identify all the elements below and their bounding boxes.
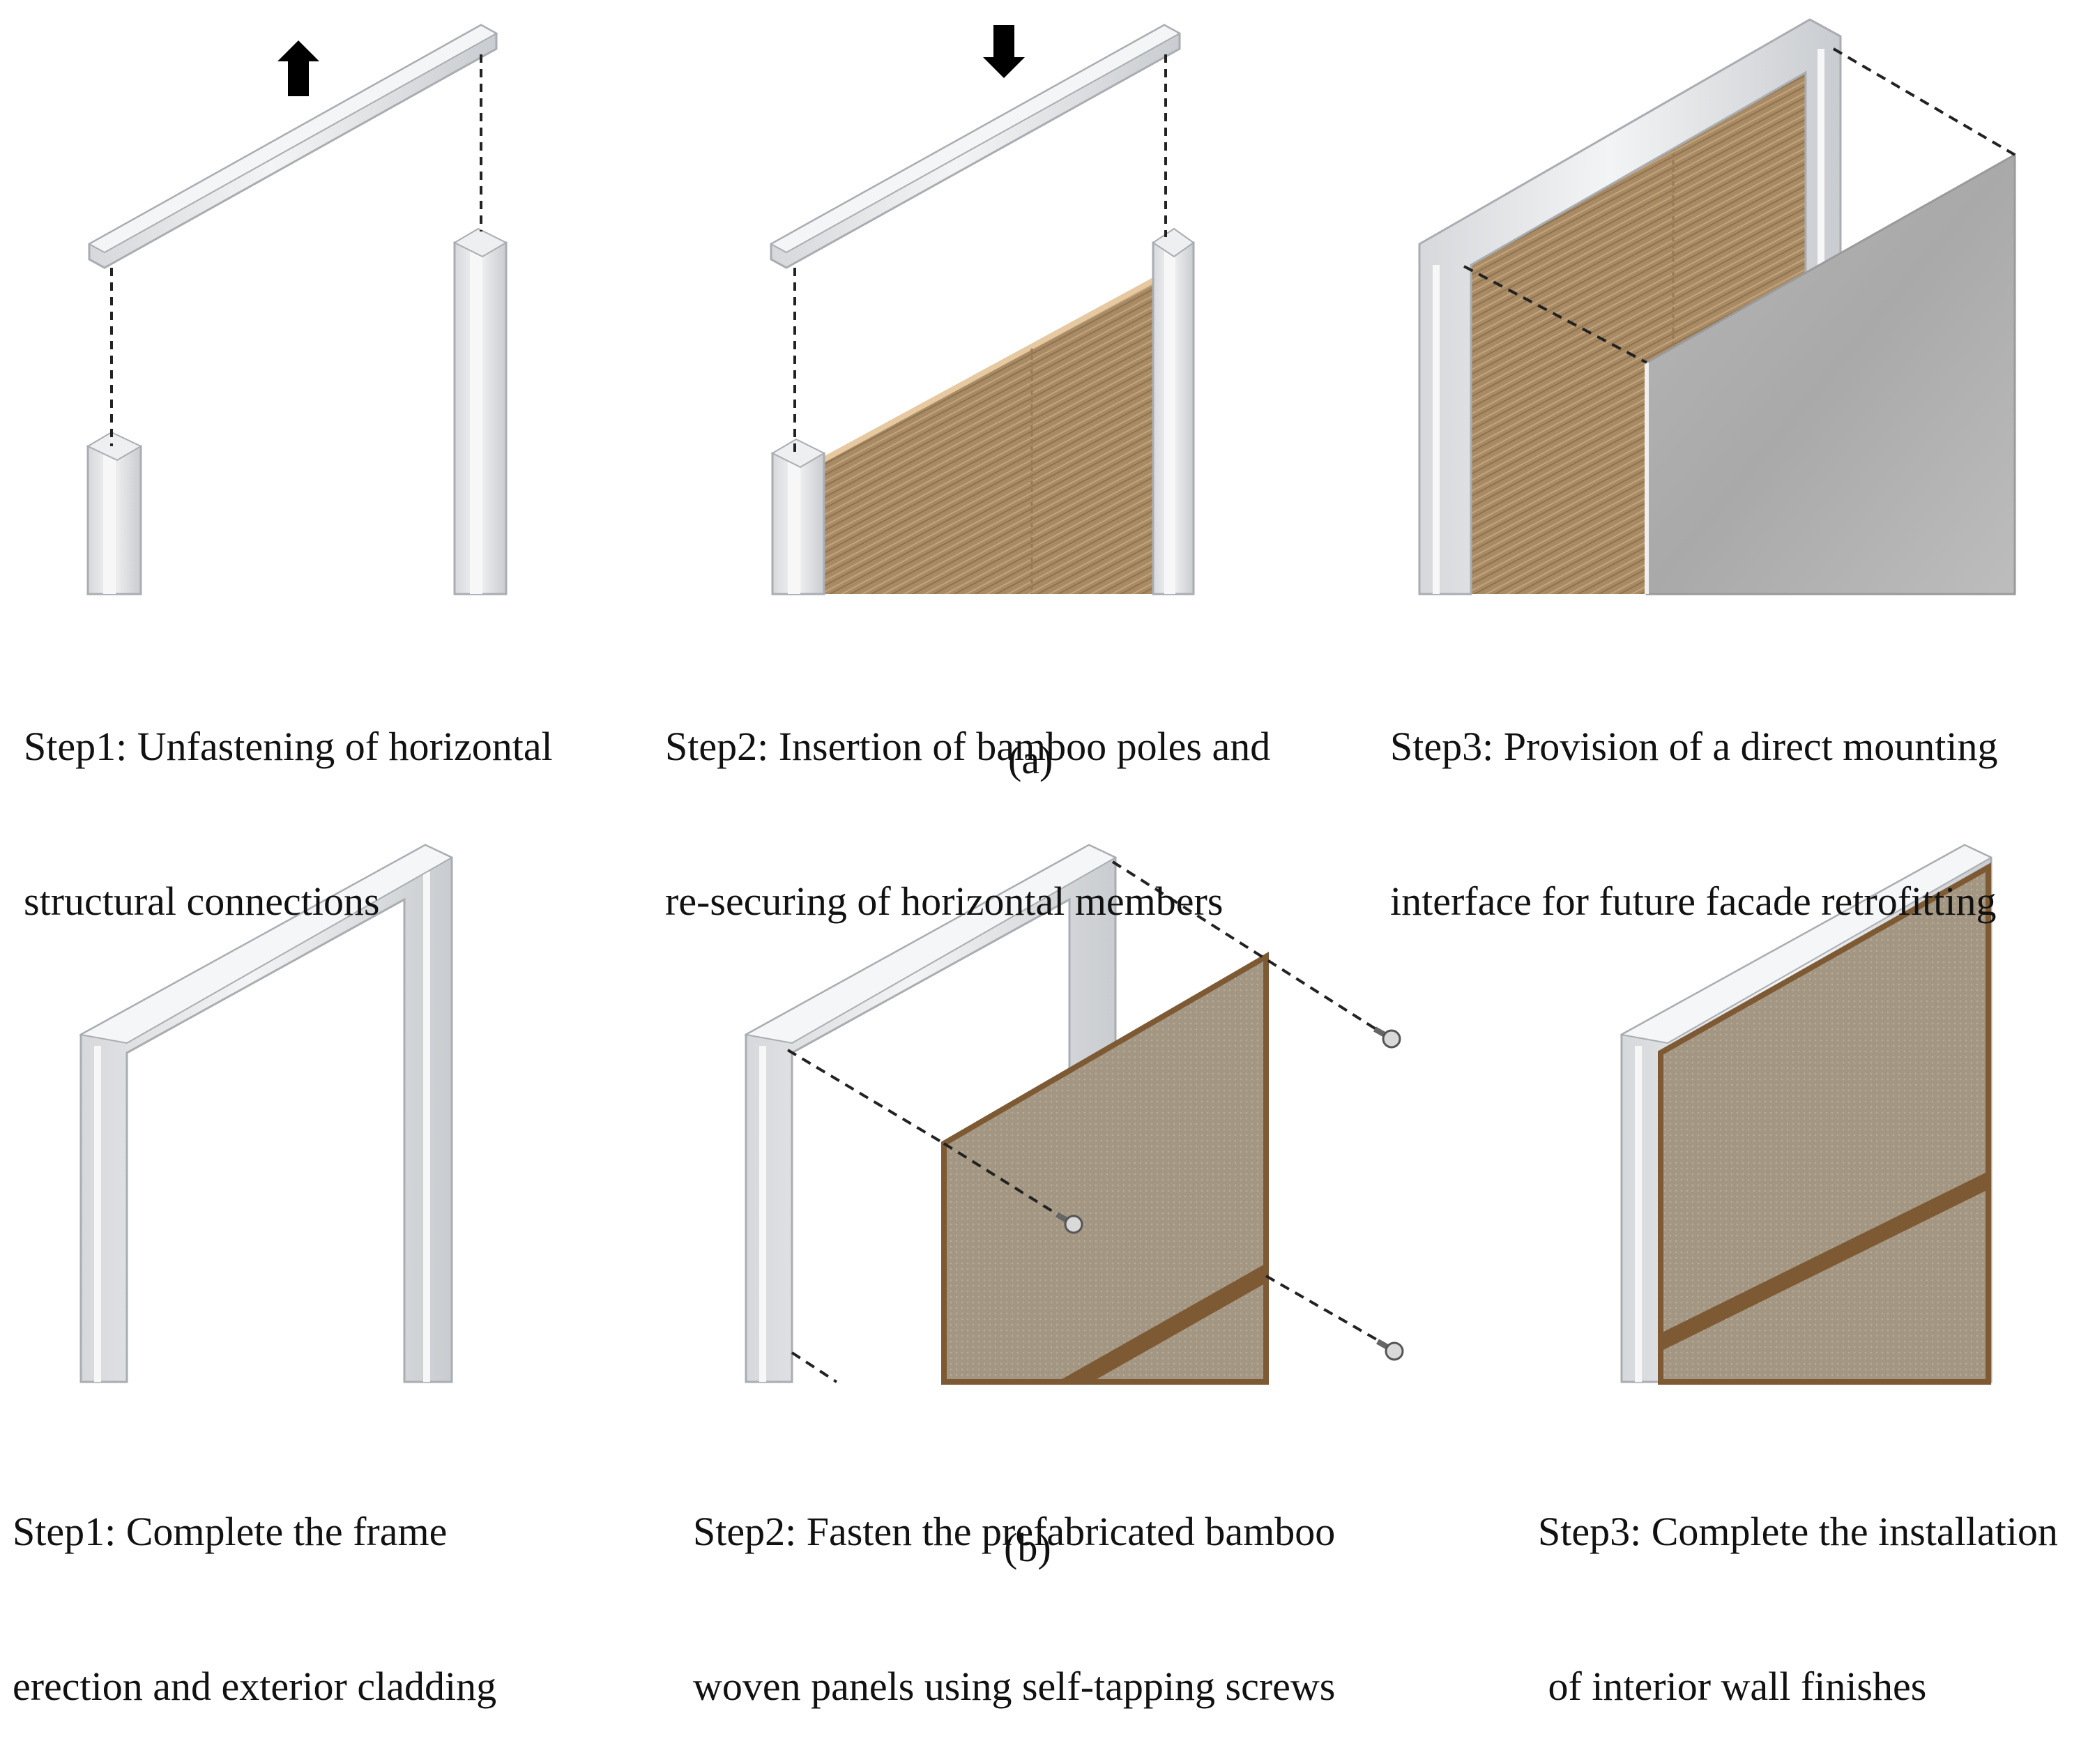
caption-a-step1: Step1: Unfastening of horizontal structu… (24, 724, 553, 924)
b-step3-illustration (1620, 844, 1993, 1385)
bamboo-infill (823, 268, 1177, 594)
panel-label-b: (b) (1004, 1525, 1051, 1570)
alignment-dash (943, 1142, 1068, 1222)
bamboo-woven-panel (941, 952, 1269, 1385)
up-arrow-icon (277, 40, 319, 96)
alignment-dash (1832, 47, 2016, 156)
right-post (1152, 227, 1195, 595)
caption-a-step2: Step2: Insertion of bamboo poles and re-… (665, 724, 1271, 924)
b-step2-illustration (744, 844, 1404, 1385)
caption-b-step3: Step3: Complete the installation of inte… (1538, 1509, 2058, 1709)
assembly-diagram (79, 18, 2016, 1385)
alignment-dash (1463, 265, 1647, 364)
alignment-dash (1265, 1275, 1388, 1347)
a-step3-illustration (1418, 18, 2016, 595)
b-step1-illustration (79, 844, 454, 1383)
a-step1-illustration (86, 24, 508, 595)
right-post (452, 227, 508, 595)
alignment-dash (1111, 860, 1382, 1033)
left-post (770, 438, 826, 595)
caption-a-step3: Step3: Provision of a direct mounting in… (1390, 724, 1998, 924)
caption-b-step2: Step2: Fasten the prefabricated bamboo w… (693, 1509, 1336, 1709)
alignment-dash (791, 1351, 838, 1383)
panel-label-a: (a) (1008, 737, 1053, 782)
alignment-dash (786, 1049, 945, 1145)
a-step2-illustration (769, 24, 1195, 595)
screw-icon (1373, 1026, 1401, 1049)
down-arrow-icon (983, 25, 1025, 78)
screw-icon (1376, 1339, 1404, 1361)
interior-wall-finish (1658, 862, 1991, 1385)
screw-icon (1056, 1212, 1083, 1234)
left-post (86, 431, 143, 595)
caption-b-step1: Step1: Complete the frame erection and e… (13, 1509, 497, 1709)
